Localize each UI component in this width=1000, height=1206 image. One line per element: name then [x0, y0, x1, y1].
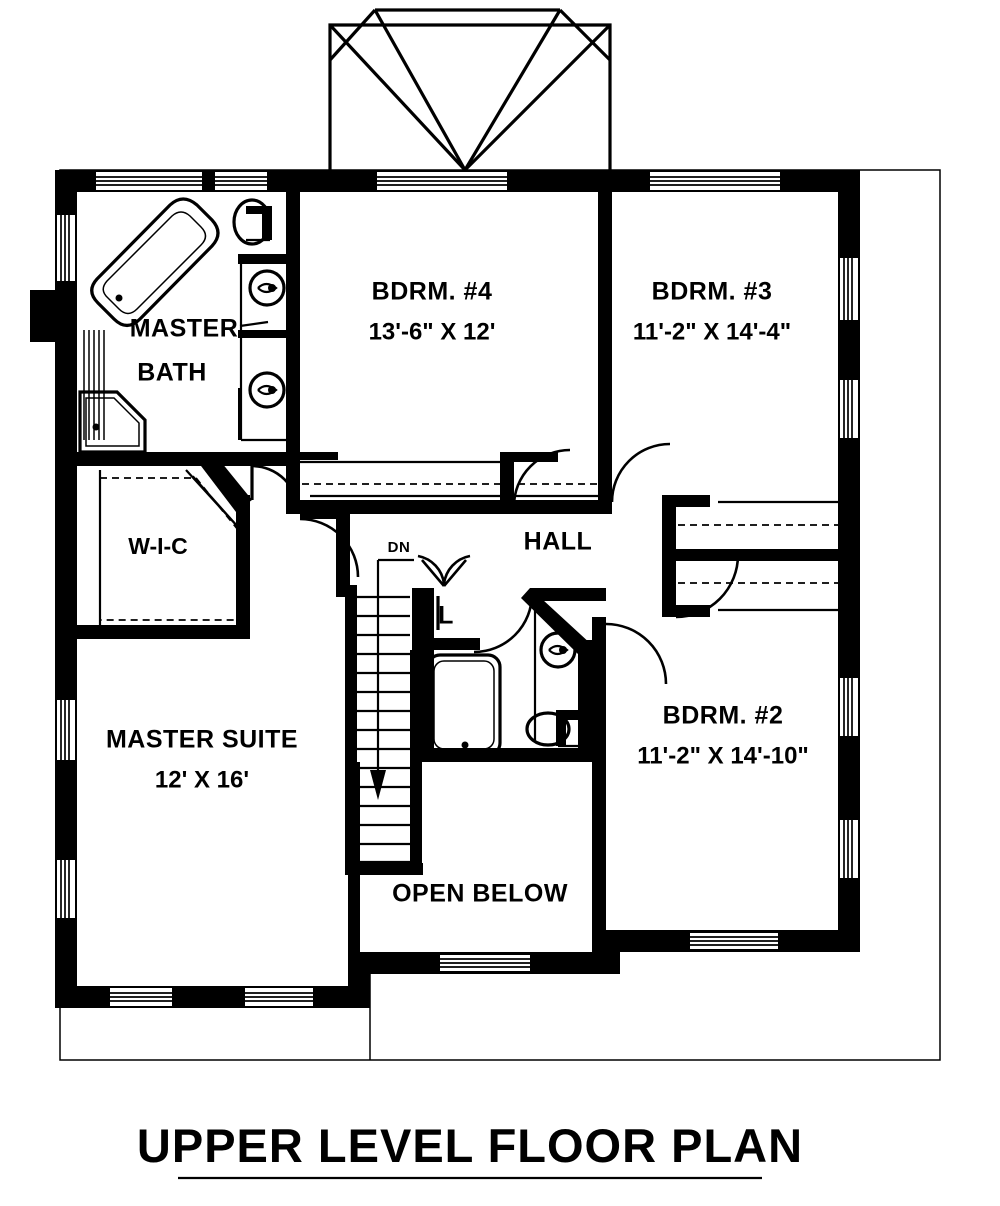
- window-top-3: [377, 172, 507, 190]
- label-bedroom-4-dim: 13'-6" X 12': [369, 318, 496, 345]
- label-bedroom-3-dim: 11'-2" X 14'-4": [633, 318, 791, 345]
- bathtub-icon: [90, 197, 220, 328]
- master-bath-fixtures: [78, 197, 300, 454]
- label-bedroom-4-name: BDRM. #4: [372, 278, 493, 306]
- vanity-with-sinks: [238, 254, 300, 442]
- label-hall: HALL: [524, 528, 593, 556]
- label-open-below: OPEN BELOW: [392, 880, 568, 908]
- window-right-3: [840, 678, 858, 736]
- label-bedroom-3-name: BDRM. #3: [652, 278, 773, 306]
- roof-dormer: [328, 8, 612, 175]
- closets: [98, 460, 838, 628]
- window-bottom-1: [110, 988, 172, 1006]
- closet-hall-lower: [678, 582, 838, 612]
- bath2-fixtures: [426, 600, 586, 757]
- label-stairs-down: DN: [388, 539, 411, 556]
- window-bottom-3: [440, 955, 530, 971]
- window-right-1: [840, 258, 858, 320]
- room-labels: MASTER BATH BDRM. #4 13'-6" X 12' BDRM. …: [106, 278, 809, 908]
- shower-icon: [78, 390, 147, 454]
- sink-icon-2: [248, 371, 286, 409]
- label-master-bath-line2: BATH: [137, 359, 207, 387]
- toilet-icon-master: [232, 198, 272, 246]
- closet-bdrm4: [290, 460, 610, 498]
- bathtub-icon-hall: [426, 653, 502, 757]
- label-linen-closet: L: [438, 602, 454, 630]
- wic-shelving: [98, 469, 249, 628]
- window-top-4: [650, 172, 780, 190]
- window-bottom-4: [690, 933, 778, 949]
- window-left-3: [57, 860, 75, 918]
- door-swings: [250, 442, 740, 685]
- plan-title: UPPER LEVEL FLOOR PLAN: [137, 1119, 803, 1172]
- window-bottom-2: [245, 988, 313, 1006]
- interior-walls: [77, 192, 838, 962]
- window-top-2: [215, 172, 267, 190]
- label-master-bath-line1: MASTER: [130, 315, 239, 343]
- bath-window-hatch: [80, 330, 106, 440]
- label-walk-in-closet: W-I-C: [128, 533, 188, 559]
- closet-hall-upper: [678, 500, 838, 526]
- label-bedroom-2-name: BDRM. #2: [663, 702, 784, 730]
- label-bedroom-2-dim: 11'-2" X 14'-10": [637, 742, 809, 769]
- stairs: [357, 558, 414, 864]
- windows: [57, 172, 858, 1006]
- window-left-1: [57, 215, 75, 281]
- window-left-2: [57, 700, 75, 760]
- toilet-icon-hall: [525, 710, 586, 748]
- label-master-suite-dim: 12' X 16': [155, 766, 249, 793]
- sink-icon-1: [248, 269, 286, 307]
- lot-outline: [59, 169, 941, 1061]
- plan-title-group: UPPER LEVEL FLOOR PLAN: [137, 1119, 803, 1180]
- label-master-suite-name: MASTER SUITE: [106, 726, 298, 754]
- stairs-down-arrow: [370, 558, 414, 800]
- window-top-1: [96, 172, 202, 190]
- window-right-4: [840, 820, 858, 878]
- window-right-2: [840, 380, 858, 438]
